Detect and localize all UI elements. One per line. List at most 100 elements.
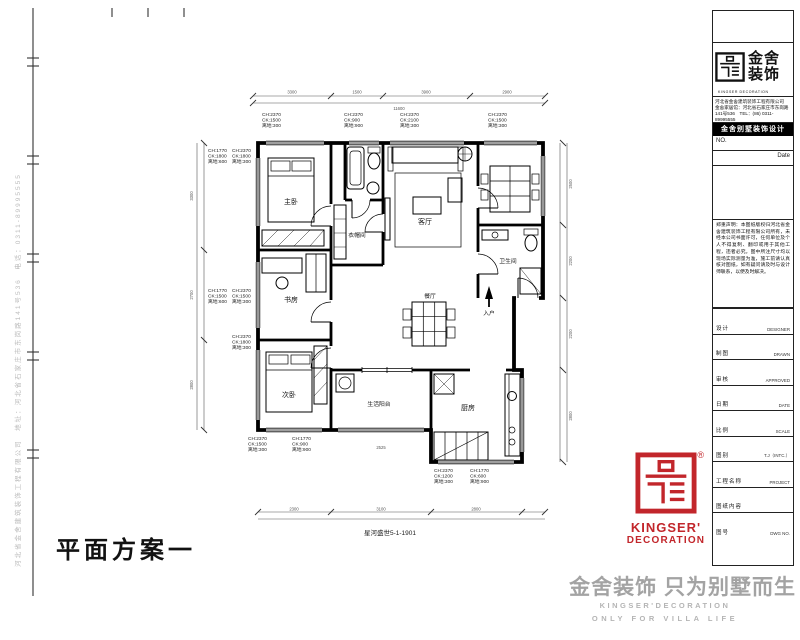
svg-text:3300: 3300 <box>287 90 297 95</box>
svg-text:客厅: 客厅 <box>418 217 432 226</box>
titleblock-logo: 金舍 装饰 KINGSER DECORATION <box>713 43 793 97</box>
svg-text:次卧: 次卧 <box>282 390 296 399</box>
svg-text:CH:2370: CH:2370 <box>248 436 267 442</box>
row-label-cn: 日期 <box>716 402 730 408</box>
titleblock-date-cell: Date <box>713 151 793 166</box>
svg-text:2700: 2700 <box>189 290 194 300</box>
logo-en-text: KINGSER DECORATION <box>718 90 769 94</box>
svg-text:CK:1500: CK:1500 <box>208 294 227 300</box>
row-label-en: DWG NO. <box>770 530 790 536</box>
svg-text:离地:300: 离地:300 <box>232 344 251 351</box>
svg-text:厨房: 厨房 <box>461 403 475 412</box>
svg-text:2800: 2800 <box>189 380 194 390</box>
kingser-red-logo: ® KINGSER' DECORATION <box>620 450 712 546</box>
svg-text:CK:1800: CK:1800 <box>232 340 251 346</box>
titleblock-row: 工程名称 PROJECT <box>713 461 793 487</box>
titleblock-row: 图别 T.J（INTC.） <box>713 435 793 462</box>
svg-text:餐厅: 餐厅 <box>424 292 436 300</box>
titleblock-row: 设计 DESIGNER <box>713 308 793 334</box>
svg-text:2800: 2800 <box>568 411 573 421</box>
svg-text:2300: 2300 <box>289 507 299 512</box>
row-label-en: DESIGNER <box>767 326 790 332</box>
svg-text:离地:600: 离地:600 <box>208 158 227 165</box>
svg-text:书房: 书房 <box>284 295 298 304</box>
svg-text:2800: 2800 <box>471 507 481 512</box>
footer-slogan-en1: KINGSER'DECORATION <box>599 601 731 610</box>
titleblock-no-cell: NO. <box>713 136 793 151</box>
registered-mark: ® <box>697 450 704 460</box>
svg-text:CK:900: CK:900 <box>292 442 308 448</box>
row-label-cn: 设计 <box>716 325 730 332</box>
svg-text:离地:300: 离地:300 <box>232 298 251 305</box>
svg-text:CH:2370: CH:2370 <box>232 334 251 340</box>
stairs <box>433 431 489 461</box>
titleblock-notes: 郑重声明：本图纸版权归河北省金舍建筑装饰工程有限公司所有，未经本公司书面许可，任… <box>713 220 793 308</box>
svg-text:CK:1800: CK:1800 <box>208 154 227 160</box>
svg-text:3900: 3900 <box>421 90 431 95</box>
svg-text:2525: 2525 <box>376 445 386 450</box>
svg-text:2900: 2900 <box>502 90 512 95</box>
svg-text:3100: 3100 <box>376 507 386 512</box>
red-logo-word1: KINGSER' <box>630 520 702 535</box>
titleblock-row: 比例 SCALE <box>713 410 793 436</box>
titleblock-row: 日期 DATE <box>713 384 793 411</box>
titleblock-banner: 金舍别墅装饰设计 <box>713 123 793 136</box>
svg-text:2500: 2500 <box>568 179 573 189</box>
svg-text:CK:1500: CK:1500 <box>248 442 267 448</box>
logo-wordmark: 金舍 装饰 <box>748 51 780 82</box>
titleblock-row: 图号 DWG NO. <box>713 512 793 538</box>
svg-text:离地:300: 离地:300 <box>488 122 507 129</box>
svg-text:离地:300: 离地:300 <box>262 122 281 129</box>
row-label-en: PROJECT <box>769 479 791 485</box>
svg-text:入户: 入户 <box>483 309 495 317</box>
svg-text:CK:2100: CK:2100 <box>400 118 419 124</box>
svg-text:CH:2370: CH:2370 <box>344 112 363 118</box>
dimension-chains: 3300 1500 3900 2900 11600 2300 3100 2800… <box>189 90 573 520</box>
svg-text:离地:300: 离地:300 <box>248 446 267 453</box>
row-label-en: SCALE <box>775 428 790 434</box>
svg-text:离地:900: 离地:900 <box>292 446 311 453</box>
svg-text:CH:2370: CH:2370 <box>262 112 281 118</box>
svg-text:CK:600: CK:600 <box>470 474 486 480</box>
svg-text:卫生间: 卫生间 <box>499 257 517 265</box>
row-label-en: APPROVED <box>765 377 790 383</box>
svg-text:CH:2370: CH:2370 <box>232 288 251 294</box>
entry-arrow <box>485 286 493 307</box>
svg-text:CH:1770: CH:1770 <box>208 288 227 294</box>
svg-text:主卧: 主卧 <box>284 197 298 206</box>
svg-text:生活阳台: 生活阳台 <box>367 400 390 408</box>
row-label-en: DRAWN <box>773 352 790 357</box>
logo-cn-line1: 金舍 <box>748 50 781 68</box>
svg-text:11600: 11600 <box>393 106 405 111</box>
contact-line1: 河北省金舍建筑装饰工程有限公司 <box>715 99 784 104</box>
svg-text:CH:1770: CH:1770 <box>292 436 311 442</box>
svg-text:CK:1500: CK:1500 <box>488 118 507 124</box>
titleblock-contact: 河北省金舍建筑装饰工程有限公司 金舍家居馆：河北省石家庄市东岗路141号536 … <box>713 97 793 123</box>
drawing-label: 星河盛世5-1-1901 <box>364 528 416 537</box>
titleblock-rows: 设计 DESIGNER 制图 DRAWN 审核 APPROVED 日期 DATE… <box>713 308 793 565</box>
footer-slogan-cn: 金舍装饰 只为别墅而生 <box>569 576 796 599</box>
red-logo-word2: DECORATION <box>626 535 706 546</box>
svg-text:1500: 1500 <box>352 90 362 95</box>
svg-text:CH:2370: CH:2370 <box>488 112 507 118</box>
svg-text:离地:300: 离地:300 <box>232 158 251 165</box>
logo-cn-line2: 装饰 <box>748 65 781 83</box>
row-label-cn: 图别 <box>716 453 730 459</box>
svg-text:衣帽间: 衣帽间 <box>348 231 366 239</box>
svg-text:3300: 3300 <box>189 191 194 201</box>
titleblock-row: 图纸内容 <box>713 486 793 513</box>
row-label-cn: 图号 <box>716 529 730 536</box>
titleblock-row: 制图 DRAWN <box>713 333 793 360</box>
row-label-cn: 图纸内容 <box>716 504 743 510</box>
titleblock-top-cell <box>713 11 793 43</box>
row-label-en: DATE <box>778 403 790 408</box>
row-label-cn: 比例 <box>716 427 730 434</box>
svg-text:离地:900: 离地:900 <box>344 122 363 129</box>
row-label-cn: 工程名称 <box>716 478 743 485</box>
kingser-seal-icon <box>715 51 745 82</box>
svg-text:离地:300: 离地:300 <box>400 122 419 129</box>
contact-line2: 金舍家居馆：河北省石家庄市东岗路141号536 TEL：(86) 0311-89… <box>715 104 789 122</box>
svg-text:CK:1800: CK:1800 <box>232 154 251 160</box>
